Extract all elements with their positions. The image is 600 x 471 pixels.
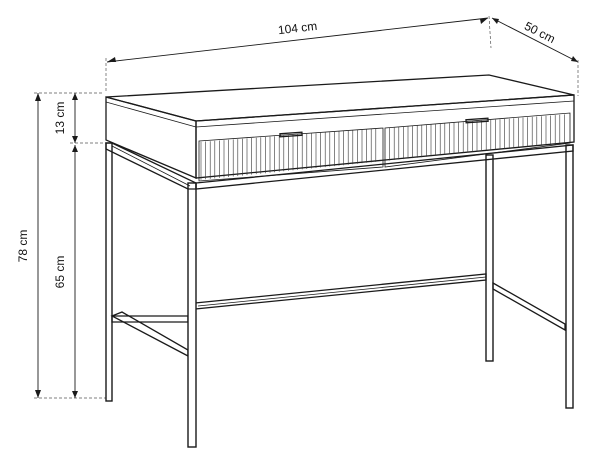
- leg-height-dimension: 65 cm: [53, 145, 78, 398]
- drawer-fluting: [200, 114, 565, 180]
- back-legs: [105, 142, 494, 402]
- drawer-body-side: [105, 96, 197, 179]
- depth-dimension: 50 cm: [491, 17, 579, 96]
- drawer-height-label: 13 cm: [53, 102, 67, 135]
- left-side-stretcher: [111, 315, 189, 323]
- width-dimension: 104 cm: [105, 15, 492, 92]
- front-right-leg: [565, 144, 574, 409]
- drawers: [198, 112, 571, 182]
- metal-frame: [105, 142, 574, 190]
- left-drawer-handle: [279, 131, 303, 138]
- drawer-height-dimension: 13 cm: [53, 93, 106, 144]
- leg-height-label: 65 cm: [53, 256, 67, 289]
- left-depth-stretcher: [110, 311, 189, 358]
- right-drawer-handle: [465, 117, 489, 124]
- lower-stretchers: [110, 273, 566, 358]
- total-height-label: 78 cm: [16, 230, 30, 263]
- desktop-surface: [105, 74, 575, 122]
- right-drawer-front: [384, 112, 571, 168]
- right-side-stretcher: [492, 281, 566, 332]
- back-right-leg: [485, 154, 494, 362]
- width-label: 104 cm: [277, 19, 318, 37]
- back-left-leg: [105, 142, 113, 402]
- front-left-leg: [187, 182, 197, 448]
- desk-top: [105, 74, 575, 179]
- total-height-dimension: 78 cm: [16, 92, 108, 399]
- left-drawer-front: [198, 127, 384, 182]
